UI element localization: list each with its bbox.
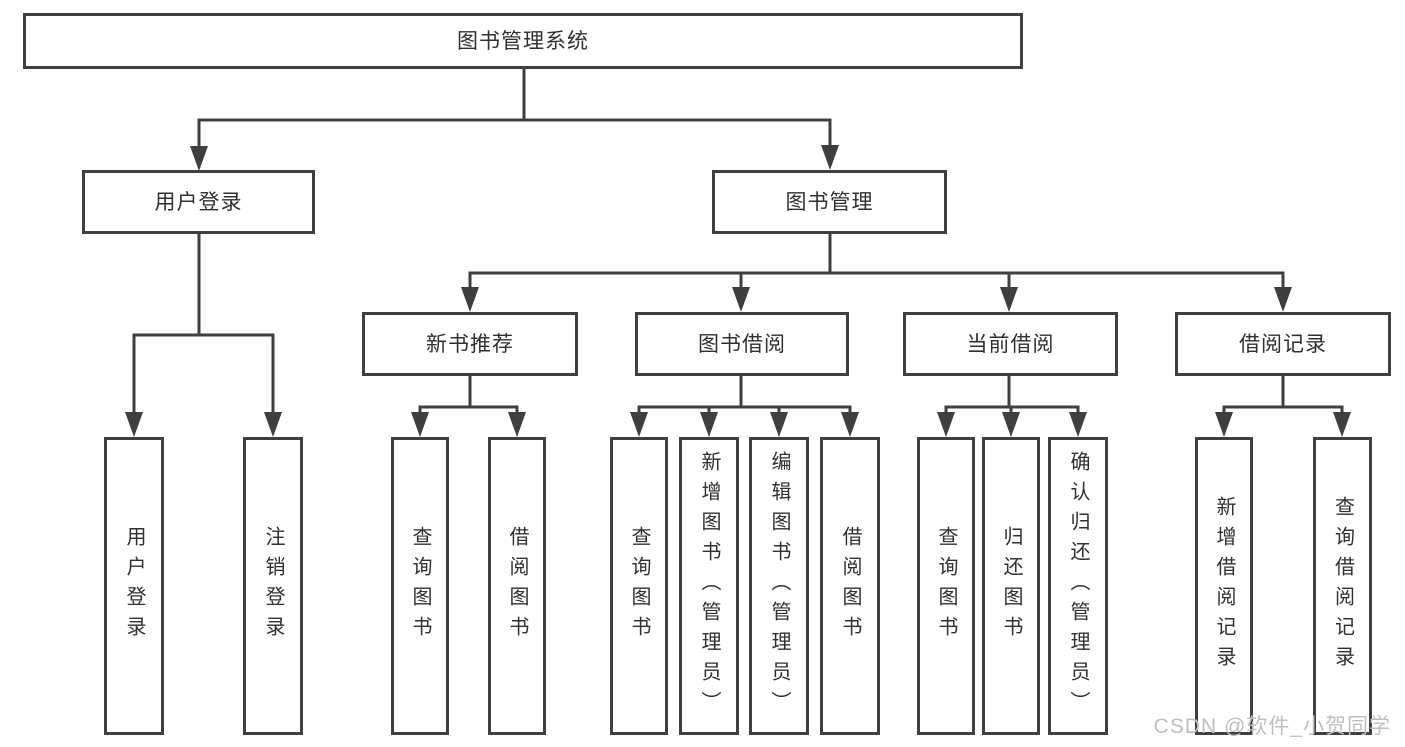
leaf-return-book-label: 归还图书	[1000, 526, 1022, 646]
leaf-edit-book-admin-label: 编辑图书（管理员）	[768, 451, 790, 721]
node-borrowing-records-label: 借阅记录	[1239, 332, 1327, 356]
leaf-return-book: 归还图书	[982, 437, 1040, 735]
leaf-edit-book-admin: 编辑图书（管理员）	[749, 437, 809, 735]
leaf-query-borrow-record: 查询借阅记录	[1313, 437, 1372, 735]
node-new-book-recommendation-label: 新书推荐	[426, 332, 514, 356]
node-borrowing-records: 借阅记录	[1175, 312, 1391, 376]
leaf-confirm-return-admin-label: 确认归还（管理员）	[1067, 451, 1089, 721]
node-book-management: 图书管理	[712, 170, 947, 234]
node-current-borrowing: 当前借阅	[903, 312, 1118, 376]
node-library-management-system: 图书管理系统	[23, 13, 1023, 69]
leaf-add-borrow-record-label: 新增借阅记录	[1213, 496, 1235, 676]
leaf-query-books-recommend-label: 查询图书	[409, 526, 431, 646]
leaf-user-login: 用户登录	[104, 437, 164, 735]
node-book-borrowing-label: 图书借阅	[698, 332, 786, 356]
leaf-query-borrow-record-label: 查询借阅记录	[1331, 496, 1354, 676]
node-current-borrowing-label: 当前借阅	[966, 332, 1055, 356]
leaf-add-borrow-record: 新增借阅记录	[1195, 437, 1253, 735]
leaf-user-login-label: 用户登录	[123, 526, 145, 646]
leaf-logout-label: 注销登录	[262, 526, 284, 646]
leaf-query-books-recommend: 查询图书	[391, 437, 449, 735]
leaf-query-books-current-label: 查询图书	[935, 526, 957, 646]
leaf-add-book-admin: 新增图书（管理员）	[679, 437, 739, 735]
leaf-query-books-current: 查询图书	[917, 437, 975, 735]
node-book-management-label: 图书管理	[785, 190, 874, 214]
leaf-query-books-borrowing: 查询图书	[610, 437, 668, 735]
leaf-borrow-books-recommend: 借阅图书	[488, 437, 546, 735]
watermark: CSDN @软件_小贺同学	[1153, 715, 1391, 738]
leaf-borrow-books-recommend-label: 借阅图书	[506, 526, 528, 646]
node-new-book-recommendation: 新书推荐	[362, 312, 578, 376]
node-user-login-label: 用户登录	[154, 190, 243, 214]
node-user-login: 用户登录	[82, 170, 315, 234]
leaf-borrow-books-borrowing-label: 借阅图书	[839, 526, 861, 646]
node-library-management-system-label: 图书管理系统	[457, 29, 589, 53]
node-book-borrowing: 图书借阅	[635, 312, 849, 376]
leaf-query-books-borrowing-label: 查询图书	[628, 526, 650, 646]
leaf-logout: 注销登录	[243, 437, 303, 735]
leaf-confirm-return-admin: 确认归还（管理员）	[1048, 437, 1108, 735]
leaf-add-book-admin-label: 新增图书（管理员）	[698, 451, 720, 721]
leaf-borrow-books-borrowing: 借阅图书	[820, 437, 880, 735]
